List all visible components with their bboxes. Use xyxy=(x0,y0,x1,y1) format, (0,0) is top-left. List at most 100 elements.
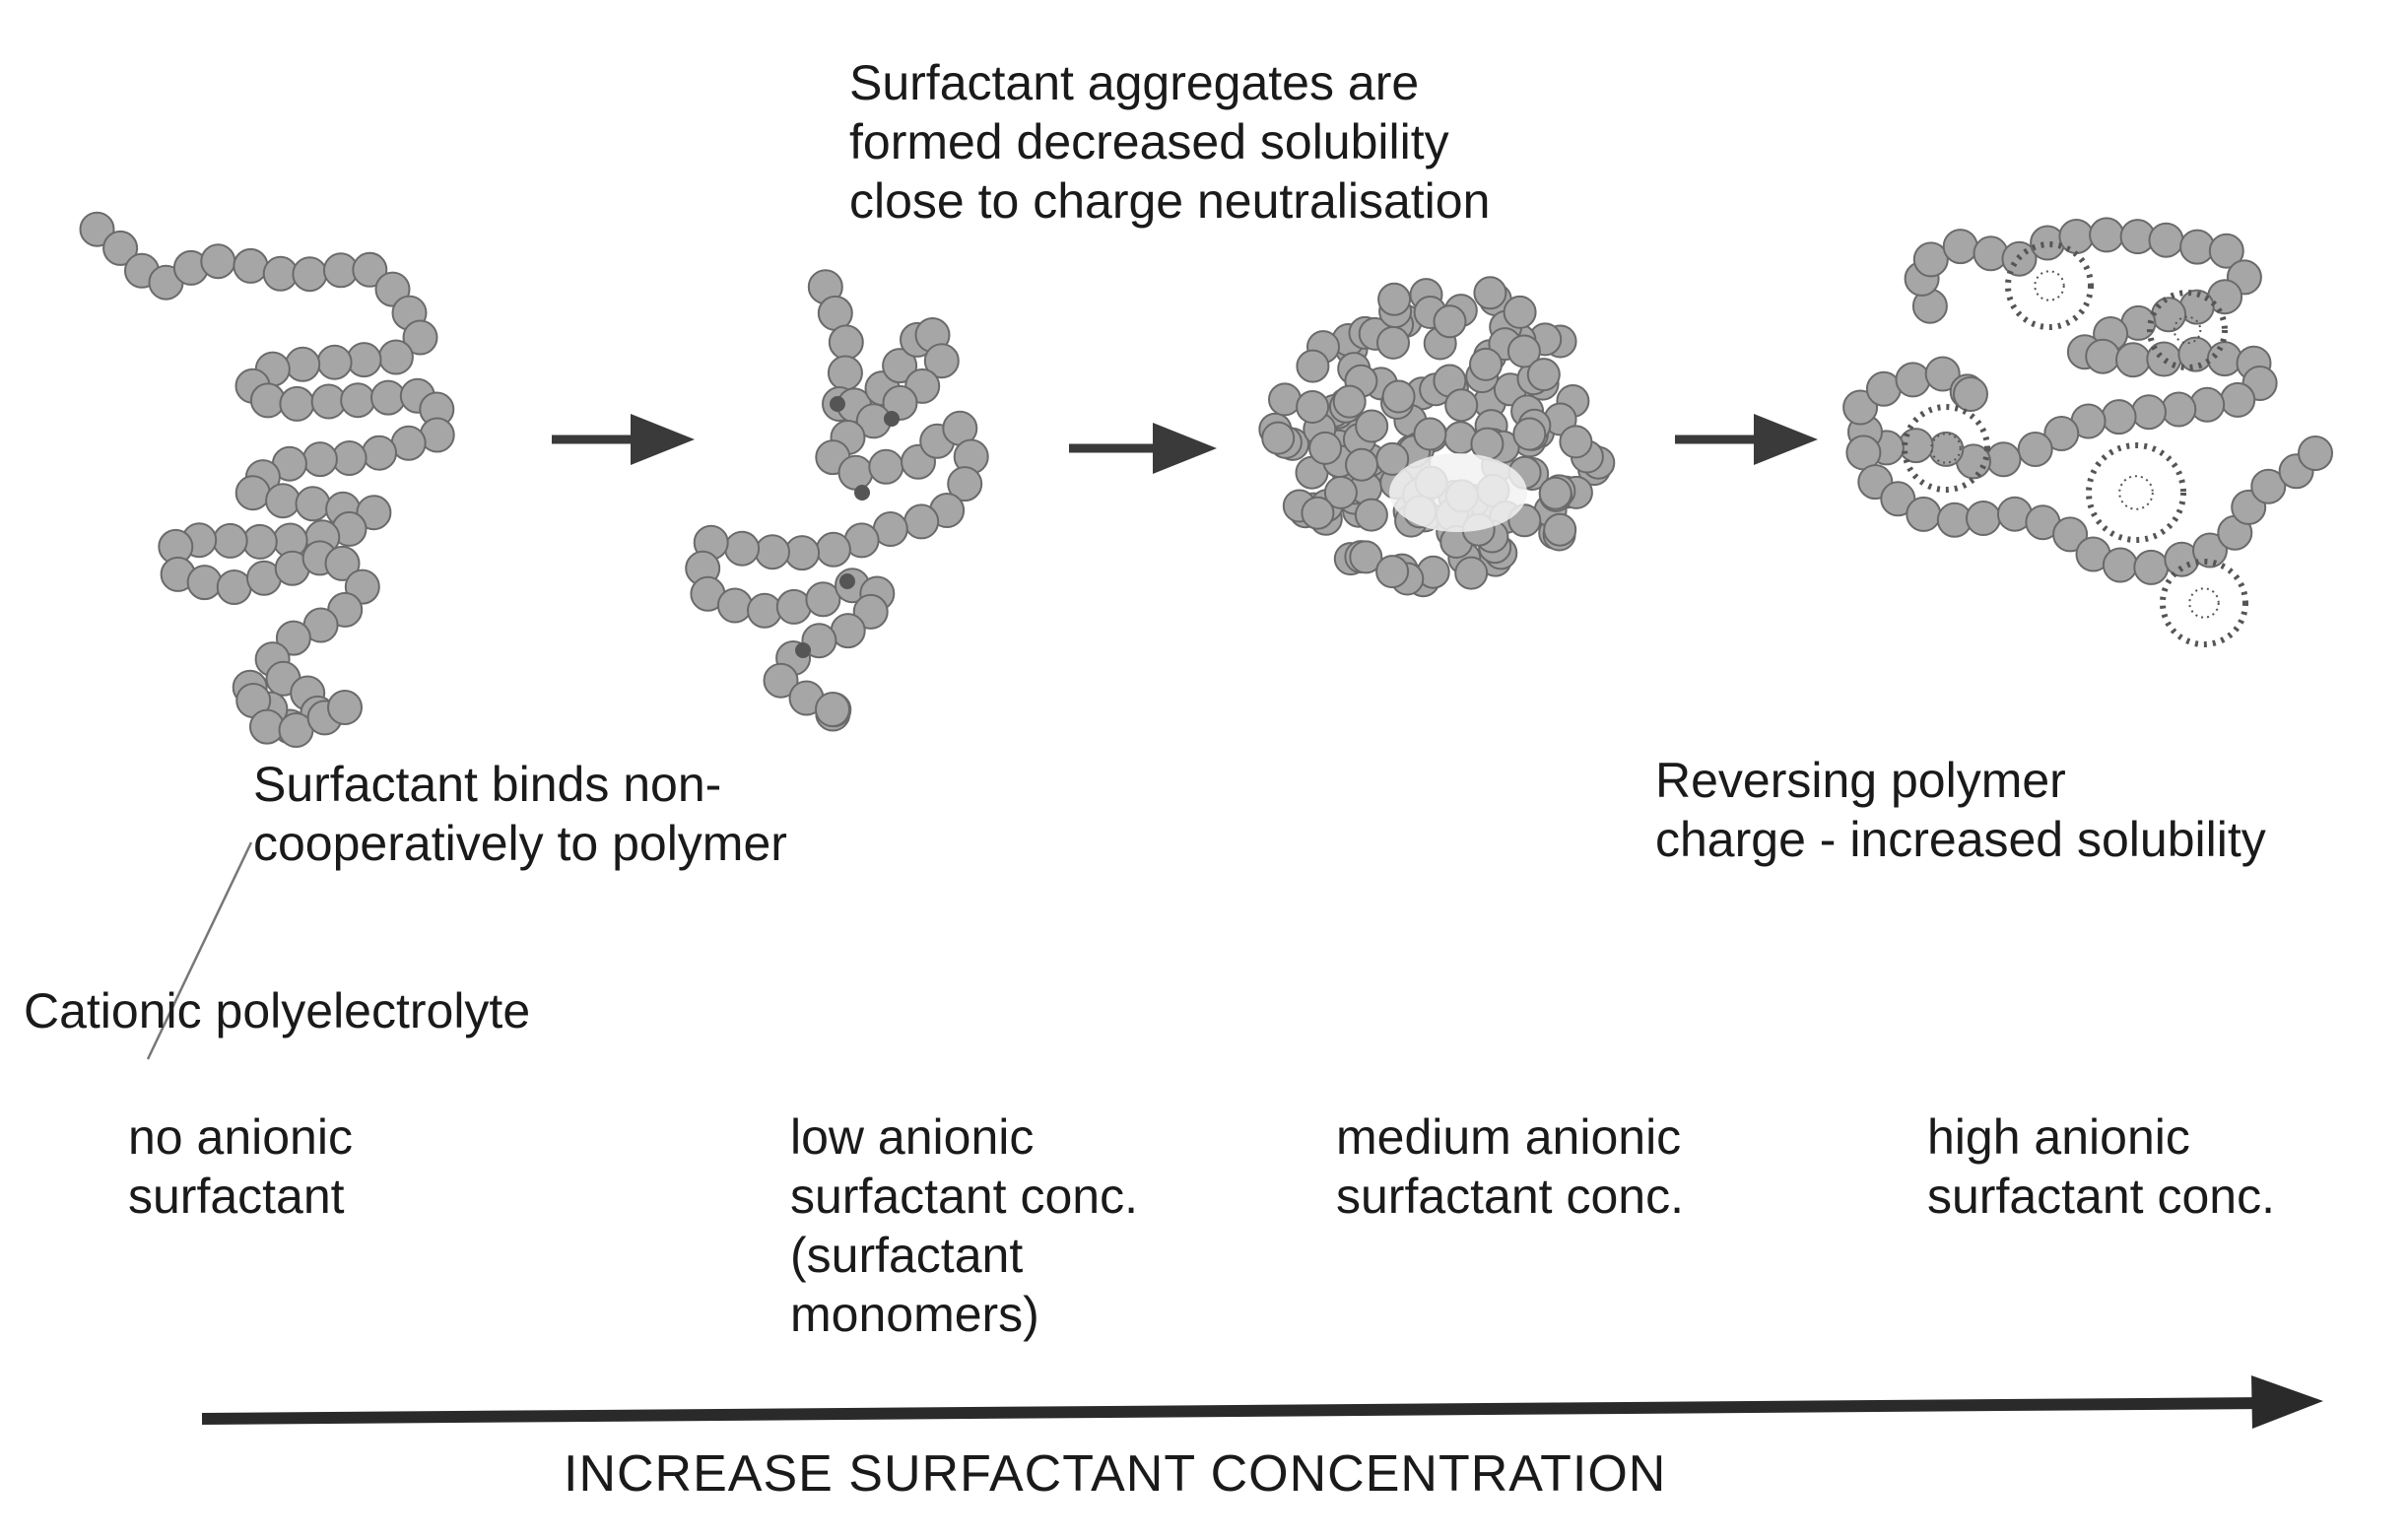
aggregates-line-2: formed decreased solubility xyxy=(849,114,1449,169)
polymer-bead xyxy=(233,247,269,284)
polymer-bead xyxy=(852,593,889,630)
polymer-bead xyxy=(2179,229,2216,265)
polymer-bead xyxy=(1906,496,1942,532)
micelle xyxy=(2147,290,2228,370)
polymer-bead xyxy=(1543,512,1577,547)
polymer-chain-high-surfactant xyxy=(1842,217,2333,585)
polymer-bead xyxy=(1469,347,1503,381)
polymer-bead xyxy=(947,466,983,502)
polymer-bead xyxy=(1433,304,1467,339)
polymer-bead xyxy=(1506,334,1541,368)
polymer-bead xyxy=(1512,417,1547,451)
binds-line-1: Surfactant binds non- xyxy=(253,757,722,812)
stage-label-low-surfactant: low anionic surfactant conc. (surfactant… xyxy=(790,1109,1138,1342)
polymer-bead xyxy=(2052,516,2089,553)
polymer-bead xyxy=(1381,379,1416,414)
polyelectrolyte-label: Cationic polyelectrolyte xyxy=(24,983,531,1038)
polymer-bead xyxy=(2058,219,2095,254)
polymer-bead xyxy=(2298,435,2333,471)
surfactant-monomer xyxy=(795,642,811,658)
polymer-bead xyxy=(923,343,960,379)
polymer-bead xyxy=(1985,441,2022,478)
polymer-bead xyxy=(1895,362,1931,398)
polymer-bead xyxy=(292,256,328,293)
polymer-bead xyxy=(1842,389,1879,426)
reversing-annotation: Reversing polymer charge - increased sol… xyxy=(1655,751,2266,869)
polymer-bead xyxy=(346,342,382,378)
polymer-bead xyxy=(815,692,850,727)
polymer-chain-low-surfactant xyxy=(685,269,989,732)
polymer-bead xyxy=(1376,325,1410,360)
aggregates-line-3: close to charge neutralisation xyxy=(849,173,1491,229)
stage-label-medium-surfactant: medium anionic surfactant conc. xyxy=(1336,1109,1684,1224)
polymer-bead xyxy=(827,355,863,391)
polymer-bead xyxy=(340,382,376,419)
polymer-bead xyxy=(241,523,278,560)
polymer-bead xyxy=(2220,381,2256,418)
polymer-bead xyxy=(1538,476,1572,510)
polymer-bead xyxy=(1559,425,1593,459)
stage-label-no-surfactant: no anionic surfactant xyxy=(128,1109,353,1224)
polymer-bead xyxy=(102,230,139,266)
surfactant-micelles xyxy=(1902,241,2248,647)
polymer-bead xyxy=(1953,376,1988,412)
micelle xyxy=(2160,559,2248,647)
polymer-bead xyxy=(2043,416,2080,451)
aggregates-annotation: Surfactant aggregates are formed decreas… xyxy=(849,53,1490,231)
surfactant-monomer xyxy=(854,485,870,501)
polymer-bead xyxy=(1375,555,1410,589)
polymer-bead xyxy=(755,534,790,570)
polymer-bead xyxy=(275,620,311,656)
concentration-axis-label: INCREASE SURFACTANT CONCENTRATION xyxy=(564,1445,1667,1503)
polymer-bead xyxy=(1444,388,1479,423)
polymer-bead xyxy=(837,454,874,491)
polymer-bead xyxy=(324,545,361,581)
polymer-bead xyxy=(1503,295,1537,329)
polymer-bead xyxy=(216,569,252,605)
polymer-bead xyxy=(377,339,414,375)
polymer-bead xyxy=(1924,356,1961,392)
polymer-bead xyxy=(356,495,392,531)
polymer-bead xyxy=(2250,468,2287,504)
polymer-bead xyxy=(265,483,301,519)
polymer-bead xyxy=(402,319,438,356)
binds-annotation: Surfactant binds non- cooperatively to p… xyxy=(253,755,787,873)
polymer-bead xyxy=(716,587,753,624)
polymer-bead xyxy=(1261,421,1296,455)
micelle xyxy=(1902,404,1990,493)
concentration-axis-arrow xyxy=(201,1375,2323,1429)
polymer-bead xyxy=(295,486,331,522)
polymer-bead xyxy=(2115,342,2151,378)
polymer-bead xyxy=(1966,501,2001,536)
polymer-bead xyxy=(316,344,353,380)
polymer-bead xyxy=(2085,338,2121,374)
polymer-bead xyxy=(2151,297,2187,333)
transition-arrow-2 xyxy=(1069,423,1217,474)
surfactant-monomer xyxy=(839,573,855,589)
transition-arrow-3 xyxy=(1675,414,1818,465)
polymer-bead xyxy=(1473,276,1507,310)
polymer-bead xyxy=(1526,358,1561,392)
polymer-bead xyxy=(1912,241,1949,278)
polymer-bead xyxy=(352,251,388,288)
polymer-bead xyxy=(1880,481,1916,517)
polymer-bead xyxy=(2133,549,2170,585)
polymer-bead xyxy=(327,690,363,725)
polymer-bead xyxy=(2206,341,2242,377)
polymer-bead xyxy=(828,324,864,361)
polymer-bead xyxy=(2089,217,2125,253)
polymer-bead xyxy=(763,662,799,699)
polymer-bead xyxy=(2192,532,2228,569)
polymer-bead xyxy=(1308,431,1343,465)
polymer-aggregate-medium-surfactant xyxy=(1258,276,1616,598)
polymer-bead xyxy=(1301,496,1335,530)
polymer-bead xyxy=(1332,384,1367,419)
polymer-bead xyxy=(2148,222,2184,258)
polymer-bead xyxy=(279,385,315,422)
polymer-bead xyxy=(79,211,115,247)
polymer-bead xyxy=(1268,382,1302,417)
polymer-bead xyxy=(805,581,841,618)
polymer-bead xyxy=(2017,432,2053,467)
polymer-bead xyxy=(903,503,940,540)
